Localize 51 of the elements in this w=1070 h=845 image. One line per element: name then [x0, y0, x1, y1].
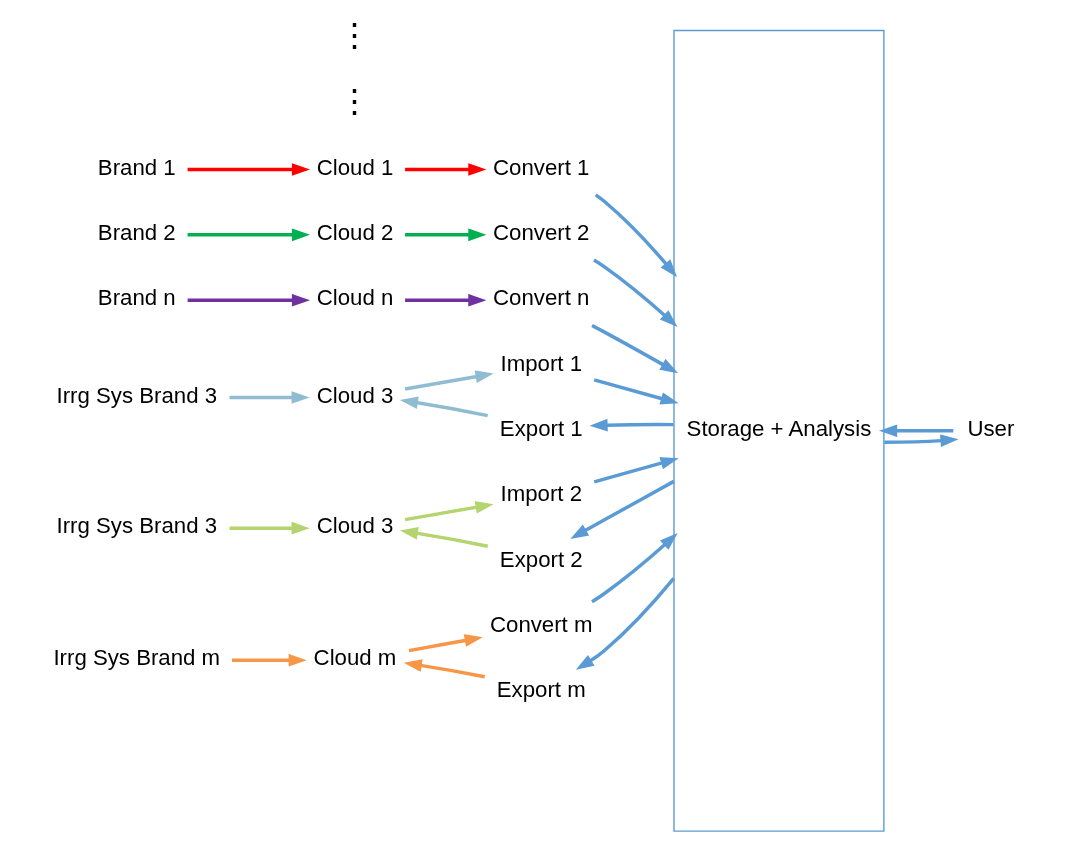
- node-text: Export 1: [499, 416, 583, 442]
- node-text: User: [967, 416, 1015, 442]
- node-text: Convert 1: [493, 154, 590, 180]
- node-text: Irrg Sys Brand 3: [56, 513, 218, 539]
- arrow: [399, 396, 489, 418]
- node-text: Brand 2: [97, 220, 176, 246]
- arrow: [403, 659, 486, 679]
- arrow: [408, 634, 483, 653]
- arrow: [593, 258, 678, 327]
- arrow: [399, 527, 489, 548]
- node-text: Convert 2: [493, 220, 590, 246]
- node-text: Irrg Sys Brand 3: [56, 382, 218, 408]
- node-text: Cloud 3: [316, 382, 394, 408]
- arrow: [591, 323, 679, 374]
- node-text: Import 2: [500, 481, 582, 507]
- arrow: [879, 424, 954, 438]
- arrow: [884, 434, 959, 448]
- node-text: Cloud n: [316, 285, 394, 311]
- arrow: [575, 577, 676, 670]
- node-text: Export 2: [499, 546, 583, 572]
- node-text: Export m: [496, 677, 586, 703]
- arrow: [594, 193, 678, 278]
- arrow: [229, 521, 310, 535]
- arrow: [570, 479, 675, 539]
- node-text: Cloud m: [313, 645, 397, 671]
- arrow: [232, 653, 307, 667]
- node-text: Brand 1: [97, 154, 176, 180]
- node-text: Cloud 1: [316, 154, 394, 180]
- arrow: [404, 370, 494, 391]
- arrow: [187, 228, 311, 242]
- arrow: [404, 501, 494, 522]
- node-text: Cloud 3: [316, 513, 394, 539]
- node-text: Brand n: [97, 285, 176, 311]
- arrow: [229, 391, 310, 404]
- arrow: [405, 163, 487, 176]
- arrow: [187, 293, 311, 307]
- node-text: Irrg Sys Brand m: [53, 645, 221, 671]
- label: ⋮: [338, 17, 372, 55]
- arrow: [591, 532, 678, 604]
- arrow: [593, 378, 679, 405]
- arrow: [187, 163, 311, 176]
- arrow: [405, 228, 487, 242]
- arrow: [589, 418, 674, 432]
- arrow: [405, 293, 487, 307]
- node-text: Cloud 2: [316, 220, 394, 246]
- node-text: Convert m: [490, 612, 593, 638]
- arrow: [593, 457, 679, 484]
- node-text: Convert n: [493, 285, 590, 311]
- label: ⋮: [338, 82, 372, 120]
- node-box: Storage + Analysis: [673, 29, 885, 832]
- node-text: Import 1: [500, 350, 582, 376]
